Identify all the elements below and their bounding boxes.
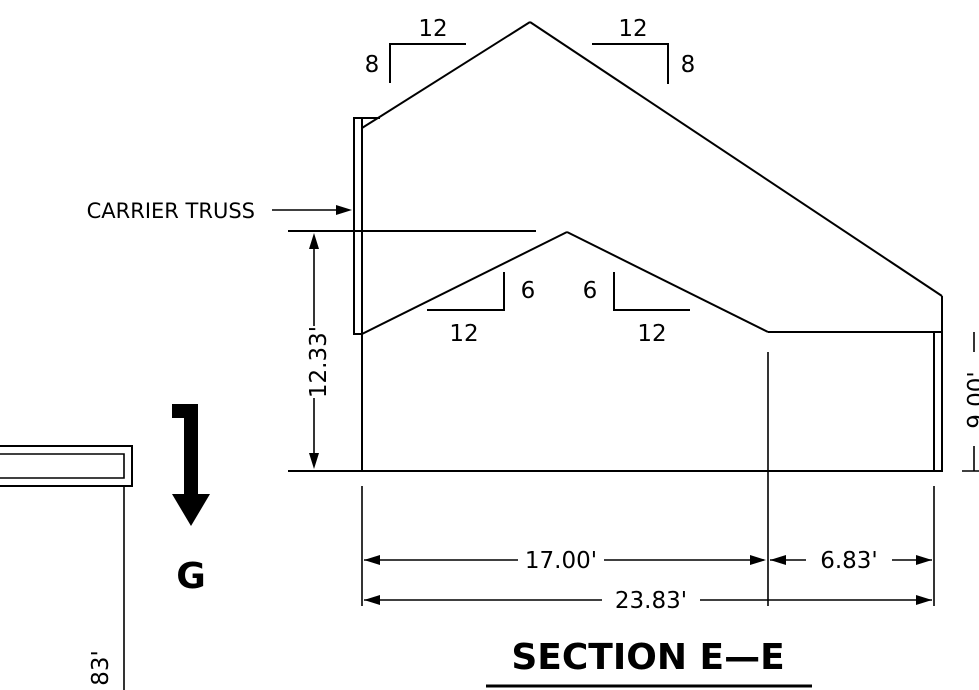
dimension-right-partial-value: 9.00' (964, 371, 979, 429)
dimension-span-right: 6.83' (820, 548, 878, 574)
section-cut-label: G (176, 556, 206, 597)
lower-roof (288, 230, 769, 335)
pitch-upper-left-run: 12 (418, 16, 447, 42)
dimension-span-left: 17.00' (525, 548, 597, 574)
right-wall (933, 331, 943, 472)
adjacent-outline-outer (0, 445, 133, 487)
pitch-upper-right: 8 12 (592, 16, 695, 84)
carrier-truss-callout: CARRIER TRUSS (87, 199, 352, 223)
arrowhead-right (916, 555, 932, 565)
pitch-upper-right-run: 12 (618, 16, 647, 42)
pitch-lower-left-rise: 6 (521, 278, 536, 304)
lower-roof-left-slope (361, 231, 568, 335)
carrier-truss-label: CARRIER TRUSS (87, 199, 255, 223)
pitch-lower-right-run: 12 (637, 321, 666, 347)
upper-roof-right-slope (529, 21, 943, 297)
arrowhead-right (750, 555, 766, 565)
dimension-left-partial: 83' (88, 650, 114, 686)
section-cut-arrow-icon (172, 404, 210, 526)
pitch-upper-left: 8 12 (365, 16, 466, 83)
pitch-lower-right-rise: 6 (583, 278, 598, 304)
pitch-bracket (389, 43, 466, 83)
adjacent-outline-inner (0, 453, 125, 479)
dimension-spans: 17.00' 6.83' 23.83' (361, 486, 935, 614)
adjacent-section-partial: 83' (0, 445, 133, 690)
arrowhead-down (309, 453, 319, 469)
dimension-height-value: 12.33' (306, 326, 332, 398)
pitch-lower-left: 6 12 (427, 272, 535, 347)
carrier-truss-arrowhead (336, 205, 352, 215)
upper-roof (361, 21, 943, 333)
dimension-height: 12.33' (306, 233, 332, 469)
pitch-bracket (613, 272, 690, 311)
lower-roof-right-slope (566, 231, 769, 333)
pitch-lower-right: 6 12 (583, 272, 690, 347)
upper-roof-left-slope (361, 21, 531, 129)
building-walls (288, 331, 943, 606)
carrier-truss-post (353, 117, 380, 335)
dimension-right-partial: 9.00' (962, 332, 979, 472)
section-title-group: SECTION E—E (486, 637, 812, 688)
pitch-bracket (427, 272, 505, 311)
dimension-span-total: 23.83' (615, 588, 687, 614)
arrowhead-left (770, 555, 786, 565)
section-title: SECTION E—E (511, 637, 784, 678)
carrier-truss-rect (353, 117, 363, 335)
arrowhead-up (309, 233, 319, 249)
arrowhead-right (916, 595, 932, 605)
pitch-upper-right-rise: 8 (681, 52, 696, 78)
arrowhead-left (364, 555, 380, 565)
pitch-bracket (592, 43, 669, 84)
pitch-upper-left-rise: 8 (365, 52, 380, 78)
section-cut-marker: G (172, 404, 210, 597)
pitch-lower-left-run: 12 (449, 321, 478, 347)
arrowhead-left (364, 595, 380, 605)
